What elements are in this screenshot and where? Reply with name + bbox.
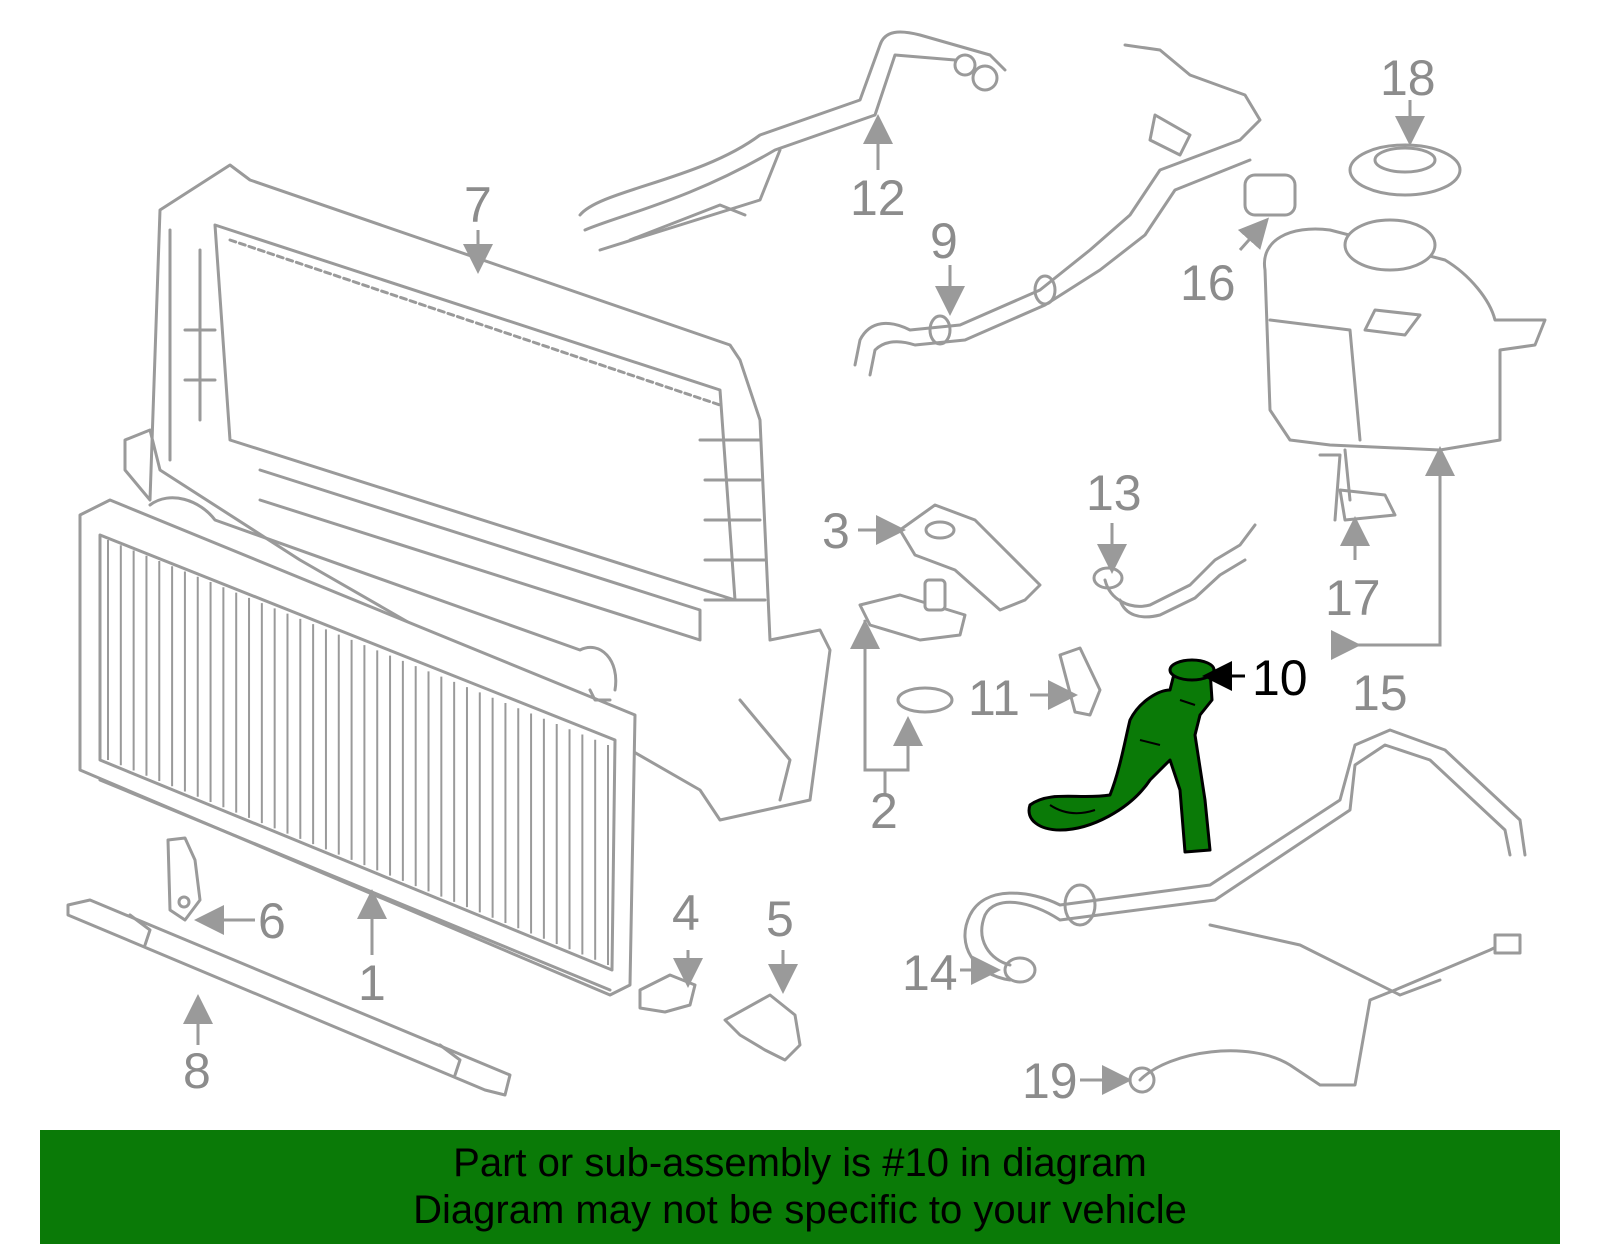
callout-7: 7 — [464, 177, 492, 233]
part-7-shroud — [123, 163, 832, 822]
callout-labels: 1 2 3 4 5 6 7 8 9 10 11 12 13 14 15 16 1… — [183, 50, 1436, 1109]
leader-lines — [183, 100, 1455, 1095]
callout-15: 15 — [1352, 665, 1408, 721]
part-15-reservoir — [1262, 218, 1547, 522]
part-18-cap — [1348, 143, 1462, 197]
callout-10: 10 — [1252, 650, 1308, 706]
part-19-harness — [1128, 923, 1522, 1094]
callout-3: 3 — [822, 503, 850, 559]
callout-2: 2 — [870, 783, 898, 839]
part-13-hose — [1092, 523, 1257, 619]
callout-8: 8 — [183, 1043, 211, 1099]
radiator-fins — [107, 540, 609, 965]
callout-14: 14 — [902, 945, 958, 1001]
callout-19: 19 — [1022, 1053, 1078, 1109]
part-17-sensor — [1338, 448, 1397, 522]
callout-6: 6 — [258, 893, 286, 949]
part-16-sensor — [1243, 173, 1297, 217]
callout-4: 4 — [672, 885, 700, 941]
callout-5: 5 — [766, 891, 794, 947]
part-11-sensor — [1058, 646, 1102, 717]
callout-9: 9 — [930, 213, 958, 269]
banner-line-1: Part or sub-assembly is #10 in diagram — [453, 1141, 1147, 1185]
part-1-radiator — [78, 496, 637, 997]
part-6-bracket — [166, 836, 202, 922]
part-10-hose-highlighted — [1027, 658, 1216, 854]
callout-16: 16 — [1180, 255, 1236, 311]
part-8-deflector — [66, 898, 512, 1097]
part-2-mount — [858, 578, 967, 714]
part-3-bracket — [898, 503, 1042, 612]
part-12-lines — [578, 30, 1007, 252]
callout-13: 13 — [1086, 465, 1142, 521]
callout-18: 18 — [1380, 50, 1436, 106]
part-14-hose — [963, 728, 1527, 984]
callout-1: 1 — [358, 955, 386, 1011]
info-banner: Part or sub-assembly is #10 in diagram D… — [40, 1130, 1560, 1244]
part-5-bracket — [723, 993, 802, 1062]
part-9-hose — [853, 43, 1262, 377]
banner-line-2: Diagram may not be specific to your vehi… — [413, 1188, 1187, 1232]
callout-12: 12 — [850, 170, 906, 226]
callout-11: 11 — [968, 670, 1020, 726]
callout-17: 17 — [1325, 570, 1381, 626]
